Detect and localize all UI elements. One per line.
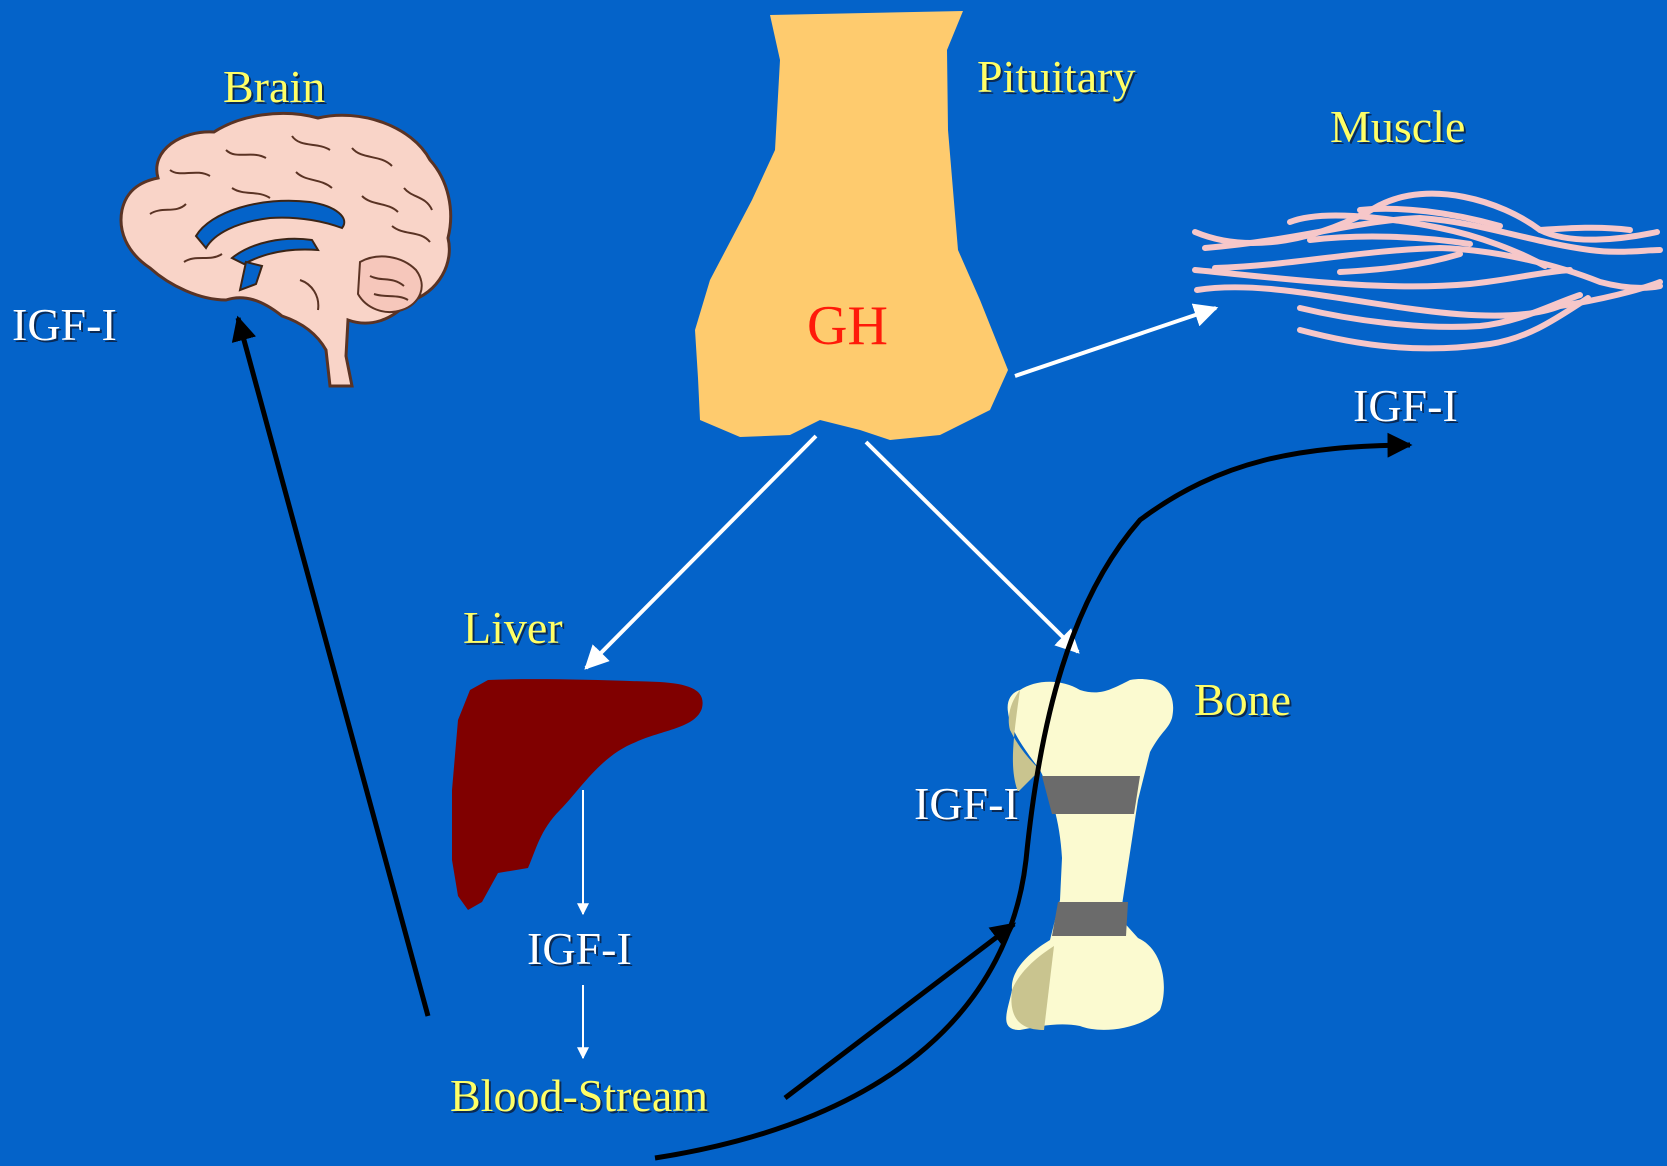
muscle-illustration — [1195, 194, 1660, 349]
arrow-gh-to-muscle — [1015, 308, 1216, 376]
muscle-label: Muscle — [1330, 104, 1465, 150]
igf-brain-label: IGF-I — [12, 302, 117, 348]
bloodstream-label: Blood-Stream — [450, 1073, 708, 1119]
brain-label: Brain — [223, 64, 325, 110]
arrow-bloodstream-to-muscle — [655, 445, 1410, 1158]
arrow-gh-to-bone — [866, 442, 1078, 652]
igf-bone-label: IGF-I — [914, 781, 1019, 827]
pituitary-gland-shape — [695, 11, 1008, 440]
igf-muscle-label: IGF-I — [1353, 383, 1458, 429]
igf-pathway-arrows — [238, 318, 1410, 1158]
arrow-bloodstream-to-brain — [238, 318, 428, 1016]
pituitary-label: Pituitary — [977, 54, 1135, 100]
arrow-bloodstream-to-bone — [785, 924, 1014, 1098]
bone-label: Bone — [1194, 677, 1291, 723]
brain-illustration — [121, 113, 451, 386]
igf-liver-label: IGF-I — [527, 926, 632, 972]
liver-label: Liver — [463, 605, 563, 651]
bone-illustration — [1006, 679, 1173, 1030]
arrow-gh-to-liver — [586, 436, 816, 668]
gh-label: GH — [807, 298, 888, 354]
liver-shape — [452, 679, 703, 910]
